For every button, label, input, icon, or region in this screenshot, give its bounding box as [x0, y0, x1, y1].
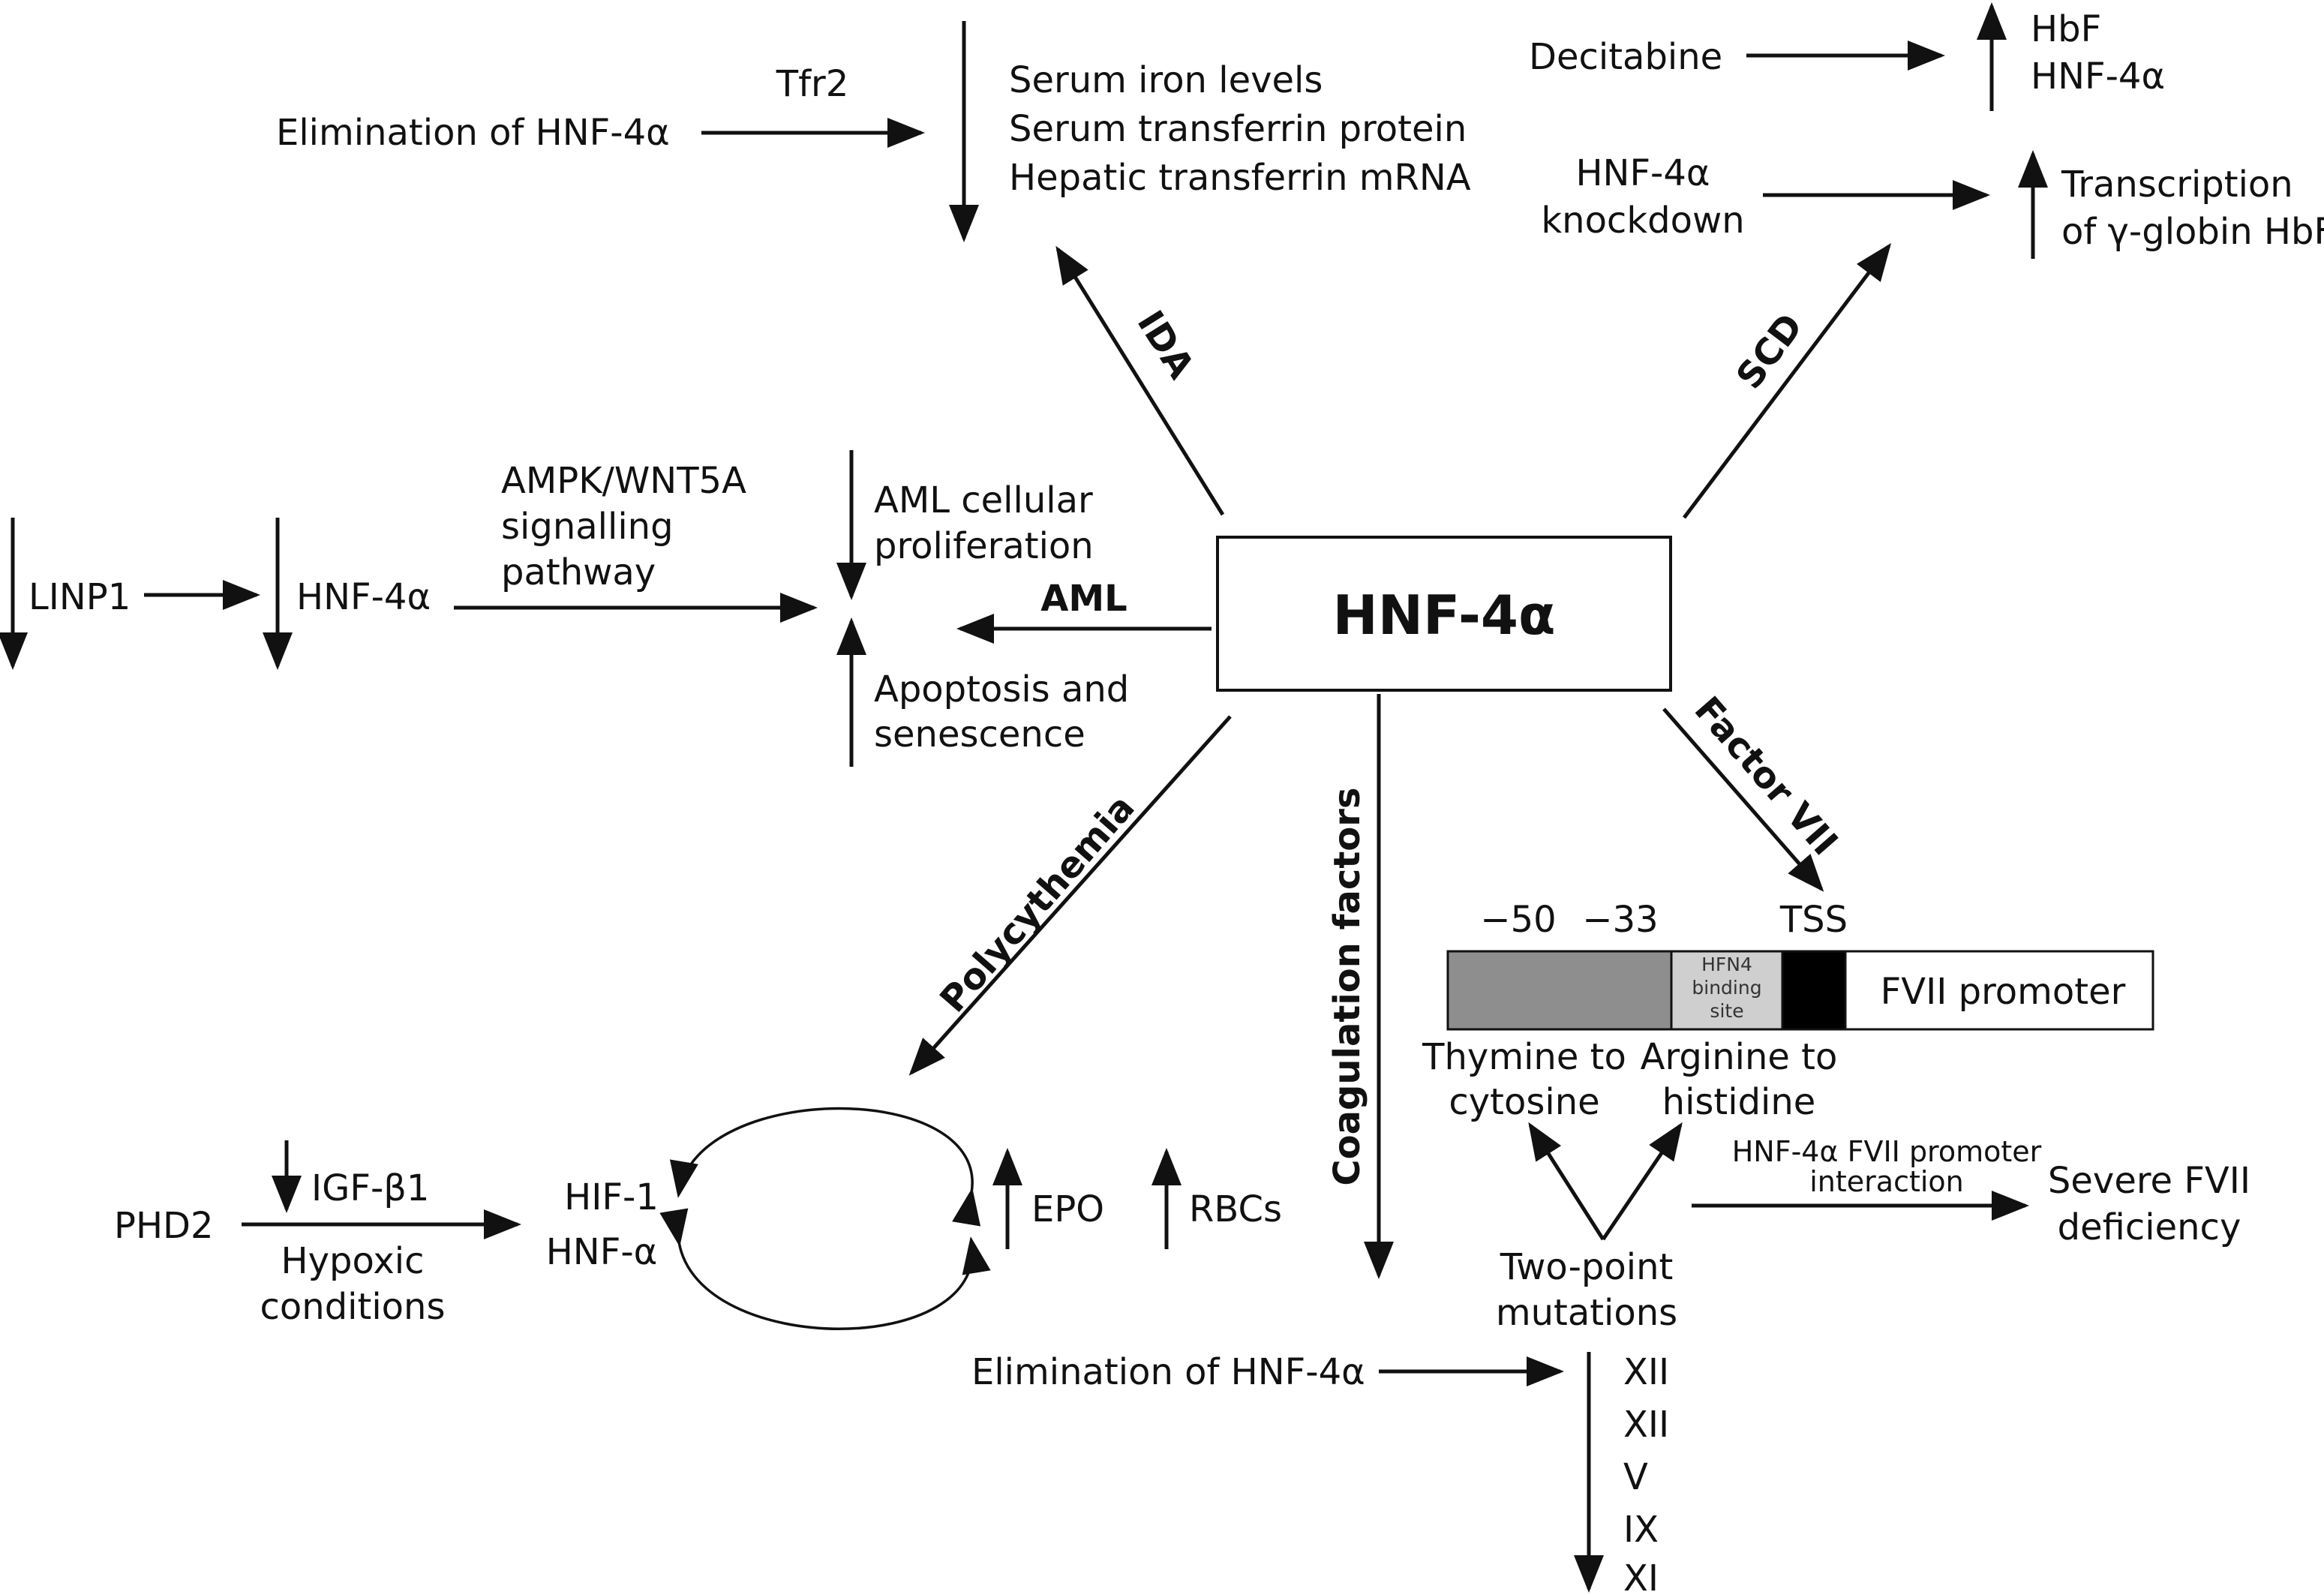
cycle-bottom-arc: [659, 1208, 991, 1330]
decitabine-label: Decitabine: [1529, 36, 1722, 78]
hbf-label: HbF: [2031, 8, 2101, 50]
mutation-2-label-1: Arginine to: [1641, 1036, 1838, 1078]
proliferation-label-1: AML cellular: [874, 479, 1093, 521]
knockdown-label-2: knockdown: [1541, 200, 1744, 242]
ida-via-label: Tfr2: [776, 63, 849, 105]
mutation-1-label-2: cytosine: [1449, 1081, 1599, 1123]
hif-label-2: HNF-α: [546, 1231, 658, 1273]
scd-branch-arrow: [1683, 243, 1892, 519]
ida-effect-1: Serum iron levels: [1009, 59, 1323, 101]
hif-label-1: HIF-1: [564, 1176, 659, 1218]
polycythemia-branch-arrow: [908, 715, 1232, 1076]
deficiency-label-1: Severe FVII: [2048, 1160, 2250, 1202]
igf-label: IGF-β1: [311, 1167, 429, 1209]
fvii-promoter-label: FVII promoter: [1881, 971, 2126, 1013]
ida-effect-3: Hepatic transferrin mRNA: [1009, 157, 1471, 199]
polycythemia-branch-label: Polycythemia: [932, 787, 1142, 1021]
position-tss: TSS: [1779, 899, 1848, 941]
aml-hnf-label: HNF-4α: [296, 576, 431, 618]
coagulation-branch-label: Coagulation factors: [1326, 787, 1368, 1185]
binding-site-label-2: binding: [1692, 977, 1761, 999]
factor-label-4: IX: [1623, 1509, 1659, 1551]
position-minus50: −50: [1480, 899, 1556, 941]
apoptosis-label-2: senescence: [874, 713, 1085, 755]
mutations-label-2: mutations: [1496, 1292, 1677, 1334]
center-label: HNF-4α: [1333, 584, 1556, 647]
deficiency-label-2: deficiency: [2058, 1206, 2241, 1248]
interaction-label-2: interaction: [1809, 1165, 1964, 1198]
linp1-label: LINP1: [29, 576, 131, 618]
tss-region: [1781, 950, 1847, 1031]
coagulation-source-label: Elimination of HNF-4α: [971, 1351, 1365, 1393]
proliferation-label-2: proliferation: [874, 525, 1094, 567]
factor7-branch-arrow: [1662, 707, 1824, 892]
scd-branch-label: SCD: [1728, 306, 1812, 397]
aml-branch-label: AML: [1040, 578, 1127, 620]
factor7-branch-label: Factor VII: [1686, 689, 1846, 864]
mutations-label-1: Two-point: [1500, 1246, 1674, 1288]
hnf-increase-label: HNF-4α: [2031, 56, 2165, 98]
ida-branch-label: IDA: [1129, 303, 1203, 386]
mutation-1-label-1: Thymine to: [1422, 1036, 1626, 1078]
center-box: [1216, 536, 1672, 692]
promoter-upstream-region: [1446, 950, 1673, 1031]
ida-branch-arrow: [1055, 245, 1225, 516]
binding-site-label-3: site: [1710, 1000, 1743, 1022]
interaction-label-1: HNF-4α FVII promoter: [1732, 1135, 2042, 1168]
binding-site-region: [1670, 950, 1784, 1031]
pathway-label-3: pathway: [501, 551, 656, 593]
knockdown-label-1: HNF-4α: [1575, 152, 1710, 194]
apoptosis-label-1: Apoptosis and: [874, 668, 1129, 710]
binding-site-label-1: HFN4: [1701, 954, 1752, 975]
phd2-label: PHD2: [114, 1205, 214, 1247]
pathway-label-2: signalling: [501, 506, 674, 548]
factor-label-1: XII: [1623, 1351, 1669, 1393]
transcription-label-2: of γ-globin HbF: [2061, 211, 2324, 253]
epo-label: EPO: [1031, 1188, 1104, 1230]
position-minus33: −33: [1582, 899, 1658, 941]
pathway-label-1: AMPK/WNT5A: [501, 460, 746, 502]
mutation-1-arrow: [1528, 1122, 1605, 1241]
cycle-top-arc: [670, 1107, 981, 1227]
mutation-2-label-2: histidine: [1662, 1081, 1816, 1123]
factor-label-3: V: [1623, 1456, 1648, 1498]
fvii-promoter-region: [1844, 950, 2154, 1031]
hypoxic-label-1: Hypoxic: [281, 1240, 425, 1282]
transcription-label-1: Transcription: [2061, 164, 2293, 206]
hypoxic-label-2: conditions: [260, 1286, 446, 1328]
mutation-2-arrow: [1601, 1122, 1683, 1241]
ida-source-label: Elimination of HNF-4α: [276, 112, 670, 154]
rbcs-label: RBCs: [1189, 1188, 1282, 1230]
factor-label-5: XI: [1623, 1557, 1659, 1595]
factor-label-2: XII: [1623, 1404, 1669, 1446]
ida-effect-2: Serum transferrin protein: [1009, 108, 1467, 150]
